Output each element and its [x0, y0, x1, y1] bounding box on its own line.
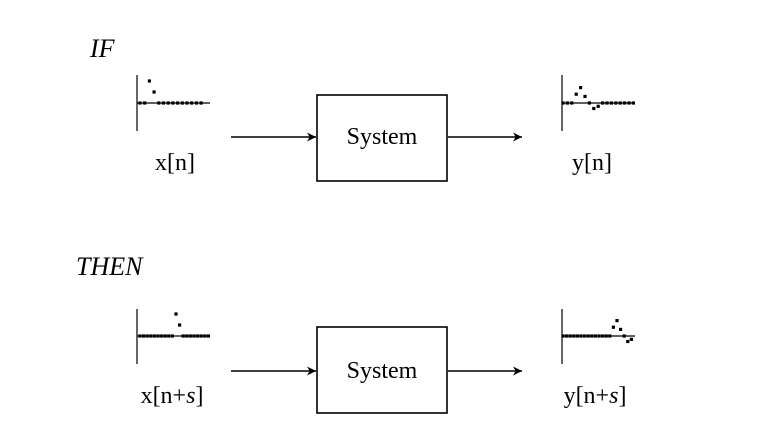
shifted-output-signal-label: y[n+s] [564, 383, 627, 409]
shifted-input-samples [138, 312, 210, 338]
sample-point [143, 101, 147, 105]
sample-point [626, 339, 630, 344]
sample-point [629, 337, 633, 341]
sample-point [167, 334, 171, 338]
input-signal-plot-x-n-plus-s [136, 309, 210, 364]
sample-point [171, 101, 175, 105]
output-signal-plot-y-n [561, 75, 635, 131]
sample-point [156, 334, 160, 338]
output-signal-plot-y-n-plus-s [561, 309, 635, 364]
sample-point [565, 101, 569, 105]
sample-point [565, 334, 569, 338]
sample-point [622, 334, 626, 338]
sample-point [614, 101, 618, 105]
sample-point [206, 334, 210, 338]
sample-point [615, 319, 619, 323]
sample-point [619, 327, 623, 331]
sample-point [152, 334, 156, 338]
sample-point [561, 334, 565, 338]
system-box-shifted [316, 326, 448, 414]
sample-point [592, 106, 596, 111]
sample-point [597, 334, 601, 338]
sample-point [188, 334, 192, 338]
sample-point [601, 101, 605, 105]
sample-point [609, 101, 613, 105]
sample-point [176, 101, 180, 105]
sample-point [160, 334, 164, 338]
sample-point [152, 90, 156, 94]
sample-point [604, 334, 608, 338]
sample-point [561, 101, 565, 105]
input-samples [138, 79, 203, 105]
sample-point [178, 323, 182, 327]
system-box-label: System [347, 124, 418, 150]
output-signal-label: y[n] [572, 150, 612, 176]
sample-point [190, 101, 194, 105]
sample-point [203, 334, 207, 338]
sample-point [583, 94, 587, 98]
sample-point [161, 101, 166, 105]
sample-point [583, 334, 587, 338]
sample-point [194, 101, 198, 105]
sample-point [574, 92, 578, 96]
sample-point [142, 334, 146, 338]
sample-point [579, 86, 583, 90]
sample-point [149, 334, 153, 338]
sample-point [601, 334, 605, 338]
sample-point [199, 101, 203, 105]
shifted-input-signal-label: x[n+s] [141, 383, 204, 409]
sample-point [185, 101, 189, 105]
sample-point [596, 104, 600, 108]
sample-point [138, 101, 142, 105]
sample-point [608, 334, 612, 338]
sample-point [623, 101, 627, 105]
input-signal-label: x[n] [155, 150, 195, 176]
sample-point [180, 101, 184, 105]
shifted-output-samples [561, 319, 633, 344]
sample-point [181, 334, 185, 338]
sample-point [166, 101, 170, 105]
sample-point [570, 101, 574, 105]
sample-point [618, 101, 622, 105]
sample-point [138, 334, 142, 338]
sample-point [568, 334, 572, 338]
then-heading: THEN [76, 252, 144, 281]
sample-point [631, 101, 635, 105]
system-box-shifted-label: System [347, 358, 418, 384]
sample-point [147, 79, 151, 83]
sample-point [586, 334, 590, 338]
sample-point [575, 334, 579, 338]
sample-point [199, 334, 203, 338]
sample-point [590, 334, 594, 338]
sample-point [170, 334, 174, 338]
sample-point [196, 334, 200, 338]
sample-point [174, 312, 178, 316]
input-signal-plot-x-n [136, 75, 210, 131]
system-box [316, 94, 448, 182]
sample-point [185, 334, 189, 338]
sample-point [572, 334, 576, 338]
sample-point [587, 101, 591, 105]
sample-point [627, 101, 631, 105]
sample-point [579, 334, 583, 338]
sample-point [163, 334, 167, 338]
sample-point [157, 101, 161, 105]
sample-point [593, 334, 597, 338]
sample-point [145, 334, 149, 338]
sample-point [192, 334, 196, 338]
if-heading: IF [89, 34, 116, 63]
sample-point [605, 101, 609, 105]
output-samples [561, 86, 635, 111]
sample-point [611, 325, 615, 329]
